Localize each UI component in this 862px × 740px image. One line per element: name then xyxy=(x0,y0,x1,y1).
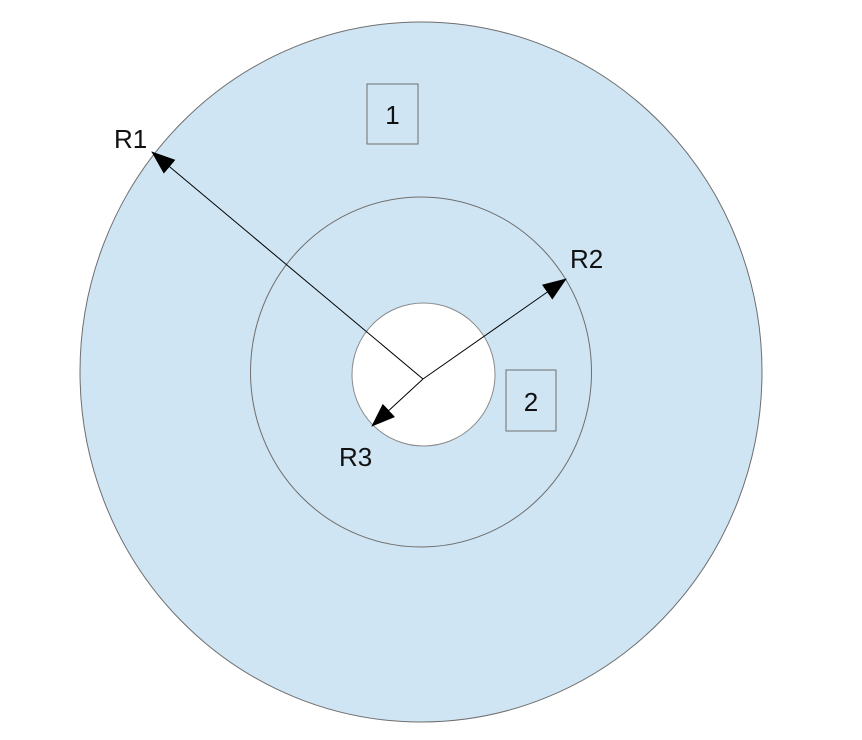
region-2-label: 2 xyxy=(524,387,538,417)
region-1-label: 1 xyxy=(385,100,399,130)
arrow-r2 xyxy=(422,278,567,380)
arrow-r3 xyxy=(371,378,424,427)
region-1-box xyxy=(366,83,419,145)
middle-circle-r2 xyxy=(250,196,592,548)
label-r2: R2 xyxy=(570,244,603,274)
arrow-r1 xyxy=(151,151,424,380)
region-2-box xyxy=(505,369,557,432)
label-r3: R3 xyxy=(339,442,372,472)
label-r1: R1 xyxy=(114,124,147,154)
